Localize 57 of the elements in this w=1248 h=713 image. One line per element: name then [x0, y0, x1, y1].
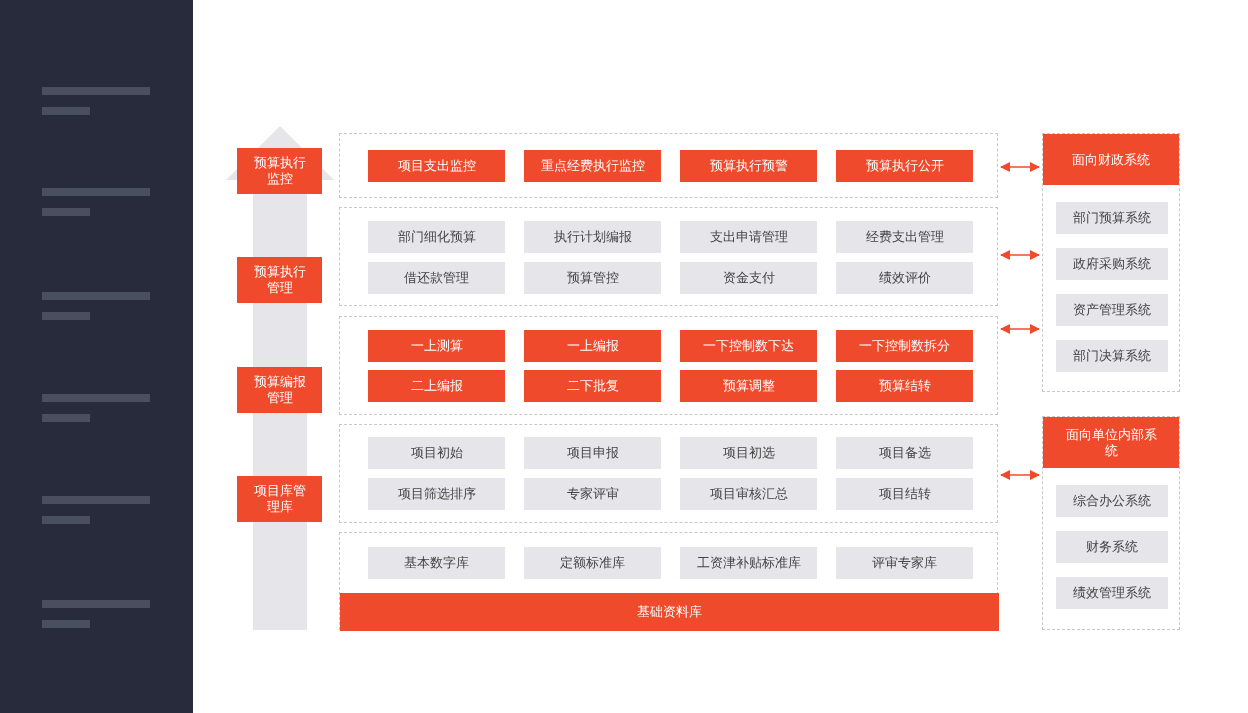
module-box: 资金支付	[680, 262, 817, 294]
double-arrow	[1000, 162, 1040, 172]
module-box: 部门预算系统	[1056, 202, 1168, 234]
double-arrow	[1000, 324, 1040, 334]
module-box: 项目结转	[836, 478, 973, 510]
dashed-panel	[339, 532, 998, 630]
header-bar: 面向财政系统	[1043, 134, 1179, 185]
double-arrow	[1000, 250, 1040, 260]
module-box: 资产管理系统	[1056, 294, 1168, 326]
module-box: 评审专家库	[836, 547, 973, 579]
module-box: 一上编报	[524, 330, 661, 362]
module-box: 二上编报	[368, 370, 505, 402]
module-box: 项目初选	[680, 437, 817, 469]
module-box: 专家评审	[524, 478, 661, 510]
dashed-panel	[339, 424, 998, 523]
module-box: 一上测算	[368, 330, 505, 362]
module-box: 重点经费执行监控	[524, 150, 661, 182]
module-box: 财务系统	[1056, 531, 1168, 563]
module-box: 政府采购系统	[1056, 248, 1168, 280]
system-panel	[1042, 133, 1180, 392]
module-box: 部门决算系统	[1056, 340, 1168, 372]
module-box: 部门细化预算	[368, 221, 505, 253]
module-box: 定额标准库	[524, 547, 661, 579]
module-box: 预算管控	[524, 262, 661, 294]
dashed-panel	[339, 207, 998, 306]
module-box: 预算结转	[836, 370, 973, 402]
module-box: 一下控制数下达	[680, 330, 817, 362]
base-bar: 基础资料库	[340, 593, 999, 631]
module-box: 预算执行预警	[680, 150, 817, 182]
module-box: 项目申报	[524, 437, 661, 469]
module-box: 预算调整	[680, 370, 817, 402]
module-box: 绩效管理系统	[1056, 577, 1168, 609]
module-box: 项目审核汇总	[680, 478, 817, 510]
layer-label: 项目库管理库	[237, 476, 322, 522]
module-box: 执行计划编报	[524, 221, 661, 253]
layer-label: 预算编报管理	[237, 367, 322, 413]
module-box: 预算执行公开	[836, 150, 973, 182]
dashed-panel	[339, 316, 998, 415]
header-bar: 面向单位内部系统	[1043, 417, 1179, 468]
module-box: 工资津补贴标准库	[680, 547, 817, 579]
layer-label: 预算执行管理	[237, 257, 322, 303]
module-box: 绩效评价	[836, 262, 973, 294]
module-box: 支出申请管理	[680, 221, 817, 253]
module-box: 二下批复	[524, 370, 661, 402]
module-box: 借还款管理	[368, 262, 505, 294]
module-box: 综合办公系统	[1056, 485, 1168, 517]
module-box: 项目支出监控	[368, 150, 505, 182]
module-box: 项目筛选排序	[368, 478, 505, 510]
layer-label: 预算执行监控	[237, 148, 322, 194]
system-panel	[1042, 416, 1180, 630]
module-box: 项目备选	[836, 437, 973, 469]
double-arrow	[1000, 470, 1040, 480]
dashed-panel	[339, 133, 998, 198]
module-box: 基本数字库	[368, 547, 505, 579]
module-box: 一下控制数拆分	[836, 330, 973, 362]
module-box: 项目初始	[368, 437, 505, 469]
module-box: 经费支出管理	[836, 221, 973, 253]
